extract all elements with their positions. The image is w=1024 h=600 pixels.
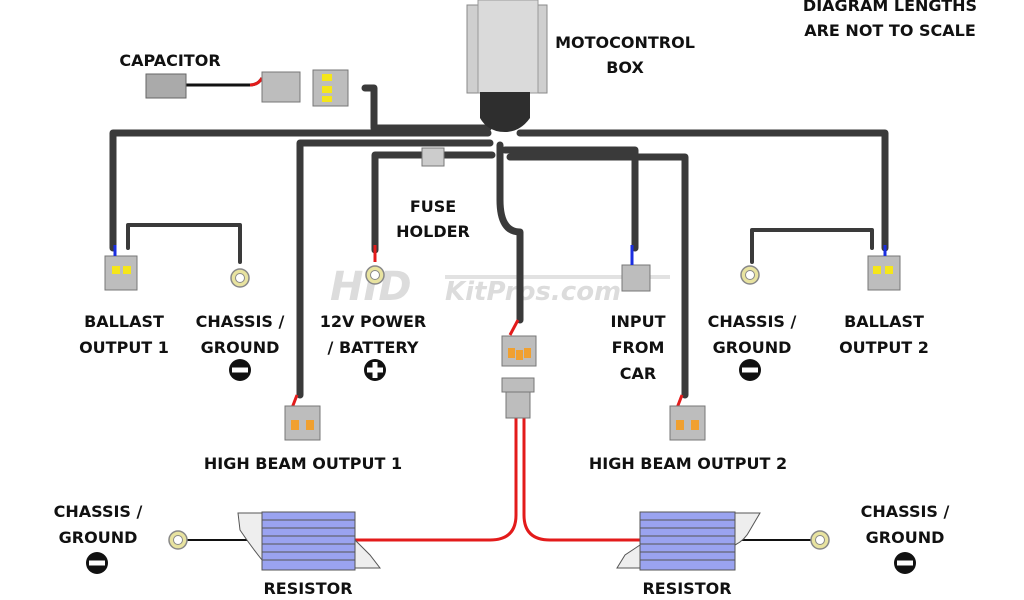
- chassis4-label-1: CHASSIS /: [861, 502, 950, 521]
- fuse-label-1: FUSE: [410, 197, 456, 216]
- ring-terminal-icon: [230, 268, 250, 288]
- resistor2-label: RESISTOR: [642, 579, 731, 598]
- motocontrol-label-2: BOX: [606, 58, 644, 77]
- input-label-3: CAR: [620, 364, 656, 383]
- ballast-2-connector: [867, 245, 901, 291]
- chassis1-label-2: GROUND: [201, 338, 280, 357]
- notice-line-2: ARE NOT TO SCALE: [804, 21, 976, 40]
- ballast1-label-2: OUTPUT 1: [79, 338, 169, 357]
- power-plus-icon: [364, 359, 386, 381]
- ring-terminal-icon: [168, 530, 188, 550]
- input-label-1: INPUT: [611, 312, 666, 331]
- power-label-1: 12V POWER: [320, 312, 426, 331]
- ground-minus-icon: [739, 359, 761, 381]
- chassis3-label-1: CHASSIS /: [54, 502, 143, 521]
- center-connector-pair: [501, 319, 537, 419]
- ground-minus-icon: [894, 552, 916, 574]
- ring-terminal-icon: [810, 530, 830, 550]
- chassis2-label-1: CHASSIS /: [708, 312, 797, 331]
- high-beam-2-connector: [669, 394, 706, 441]
- ground-minus-icon: [86, 552, 108, 574]
- capacitor-label: CAPACITOR: [119, 51, 220, 70]
- chassis1-label-1: CHASSIS /: [196, 312, 285, 331]
- ballast-1-connector: [104, 245, 138, 291]
- input-from-car-connector: [621, 245, 651, 292]
- power-label-2: / BATTERY: [328, 338, 419, 357]
- highbeam1-label: HIGH BEAM OUTPUT 1: [204, 454, 402, 473]
- chassis4-label-2: GROUND: [866, 528, 945, 547]
- chassis2-label-2: GROUND: [713, 338, 792, 357]
- motocontrol-label-1: MOTOCONTROL: [555, 33, 695, 52]
- highbeam2-label: HIGH BEAM OUTPUT 2: [589, 454, 787, 473]
- ring-terminal-icon: [365, 265, 385, 285]
- notice-line-1: DIAGRAM LENGTHS: [803, 0, 977, 15]
- watermark-domain: KitPros.com: [445, 277, 621, 307]
- resistor-1: [237, 511, 382, 571]
- motocontrol-box: [466, 0, 548, 132]
- ballast1-label-1: BALLAST: [84, 312, 164, 331]
- input-label-2: FROM: [612, 338, 665, 357]
- high-beam-1-connector: [284, 394, 321, 441]
- chassis3-label-2: GROUND: [59, 528, 138, 547]
- fuse-label-2: HOLDER: [396, 222, 470, 241]
- ballast2-label-1: BALLAST: [844, 312, 924, 331]
- harness-wires: [109, 77, 889, 542]
- ring-terminal-icon: [740, 265, 760, 285]
- ground-minus-icon: [229, 359, 251, 381]
- resistor-2: [616, 511, 761, 571]
- capacitor-component: [145, 69, 349, 107]
- fuse-holder: [421, 147, 445, 167]
- ballast2-label-2: OUTPUT 2: [839, 338, 929, 357]
- resistor1-label: RESISTOR: [263, 579, 352, 598]
